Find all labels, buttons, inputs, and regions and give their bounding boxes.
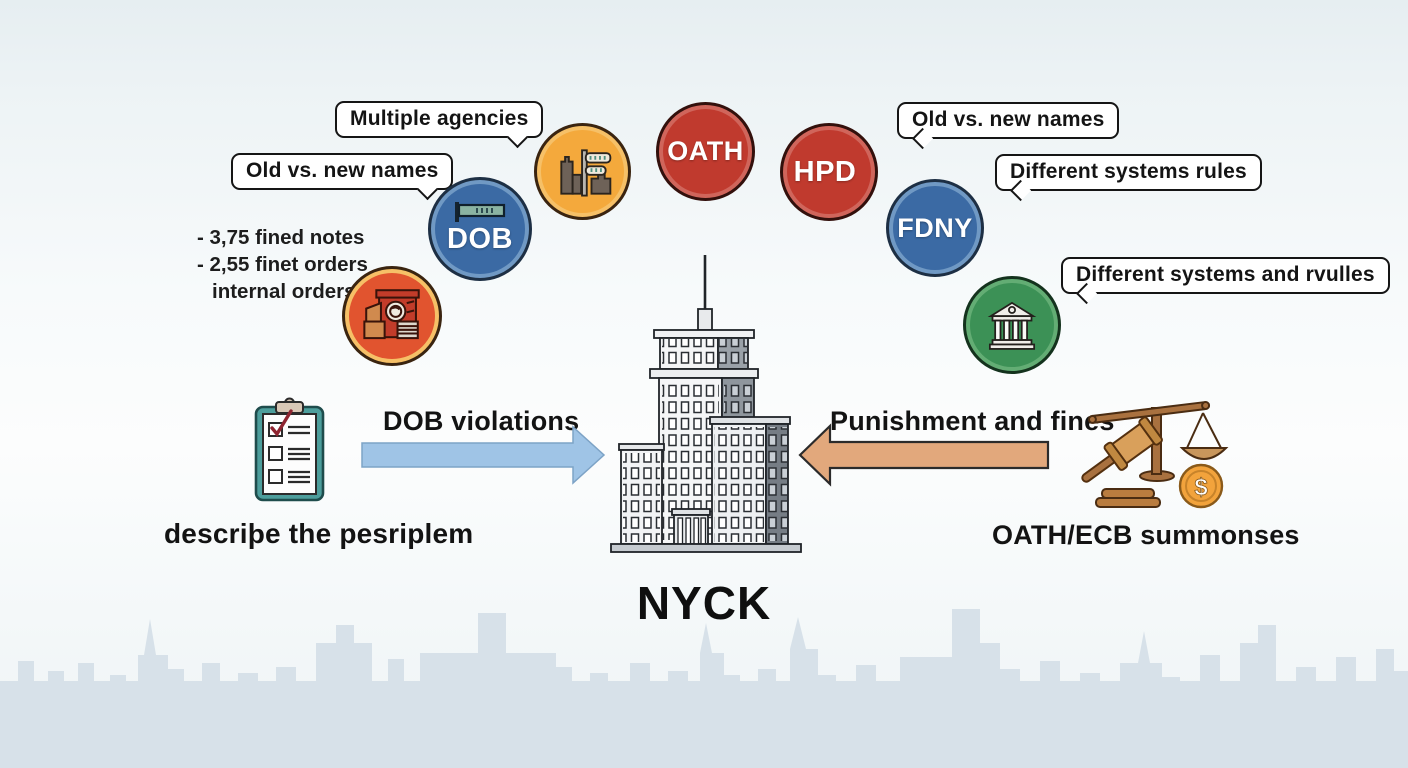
agency-label: HPD [793,155,857,188]
circle-core: FDNY [893,186,977,270]
city-signpost-icon [559,148,611,197]
skyline-silhouette [0,609,1408,768]
speech-bubble-text: Old vs. new names [246,159,439,182]
right-caption: OATH/ECB summonses [992,520,1300,550]
dob-violations-arrow [361,425,606,485]
speech-bubble-text: Different systems rules [1010,160,1247,183]
speech-bubble-text: Different systems and rvulles [1076,263,1375,286]
agency-circle-dob: DOB [428,177,532,281]
circle-core: HPD [787,130,871,214]
speech-bubble-different-systems-rules: Different systems rules [995,154,1262,202]
dob-violations-label: DOB violations [383,406,580,436]
agency-circle-hpd: HPD [780,123,878,221]
speech-bubble-old-vs-new-left: Old vs. new names [231,153,454,201]
clipboard-checklist-icon [254,397,325,502]
left-caption: descriþe the pesriplem [164,518,474,549]
speech-bubble-multiple-agencies: Multiple agencies [335,101,544,149]
punishment-fines-label: Punishment and fines [830,406,1115,436]
speech-bubble-tail [1009,179,1032,202]
agency-label: DOB [447,223,513,255]
circle-core [541,130,624,213]
speech-bubble-tail [417,178,439,201]
speech-bubble-old-vs-new-right: Old vs. new names [897,102,1120,150]
permit-sign-icon [455,202,506,222]
courthouse-icon [987,301,1037,350]
agency-label: FDNY [897,212,973,243]
violation-machine-icon [363,289,420,340]
nyc-skyscraper-illustration [610,255,802,553]
speech-bubble-tail [1075,282,1098,305]
dollar-symbol: $ [1194,474,1208,501]
circle-core [970,283,1054,367]
agency-circle-fdny: FDNY [886,179,984,277]
speech-bubble-different-systems-and-rules: Different systems and rvulles [1061,257,1390,305]
speech-bubble-text: Multiple agencies [350,107,529,130]
note-line: internal orders [212,280,356,303]
agency-circle-oath: OATH [656,102,755,201]
speech-bubble-tail [911,127,934,150]
agency-label: OATH [667,136,744,166]
page-title: NYCK [636,577,772,629]
punishment-arrow [798,423,1050,487]
agency-circle-city-signpost [534,123,631,220]
note-line: - 3,75 fined notes [197,226,365,249]
circle-core: DOB [435,184,525,274]
agency-circle-courthouse [963,276,1061,374]
note-line: - 2,55 finet orders [197,253,368,276]
speech-bubble-tail [507,126,529,149]
circle-core: OATH [663,109,748,194]
gavel-scales-coin-icon: $ [1081,401,1229,509]
circle-core [349,273,435,359]
agency-circle-violation-machine [342,266,442,366]
speech-bubble-text: Old vs. new names [912,108,1105,131]
violation-notes-list: - 3,75 fined notes - 2,55 finet orders i… [197,224,368,305]
